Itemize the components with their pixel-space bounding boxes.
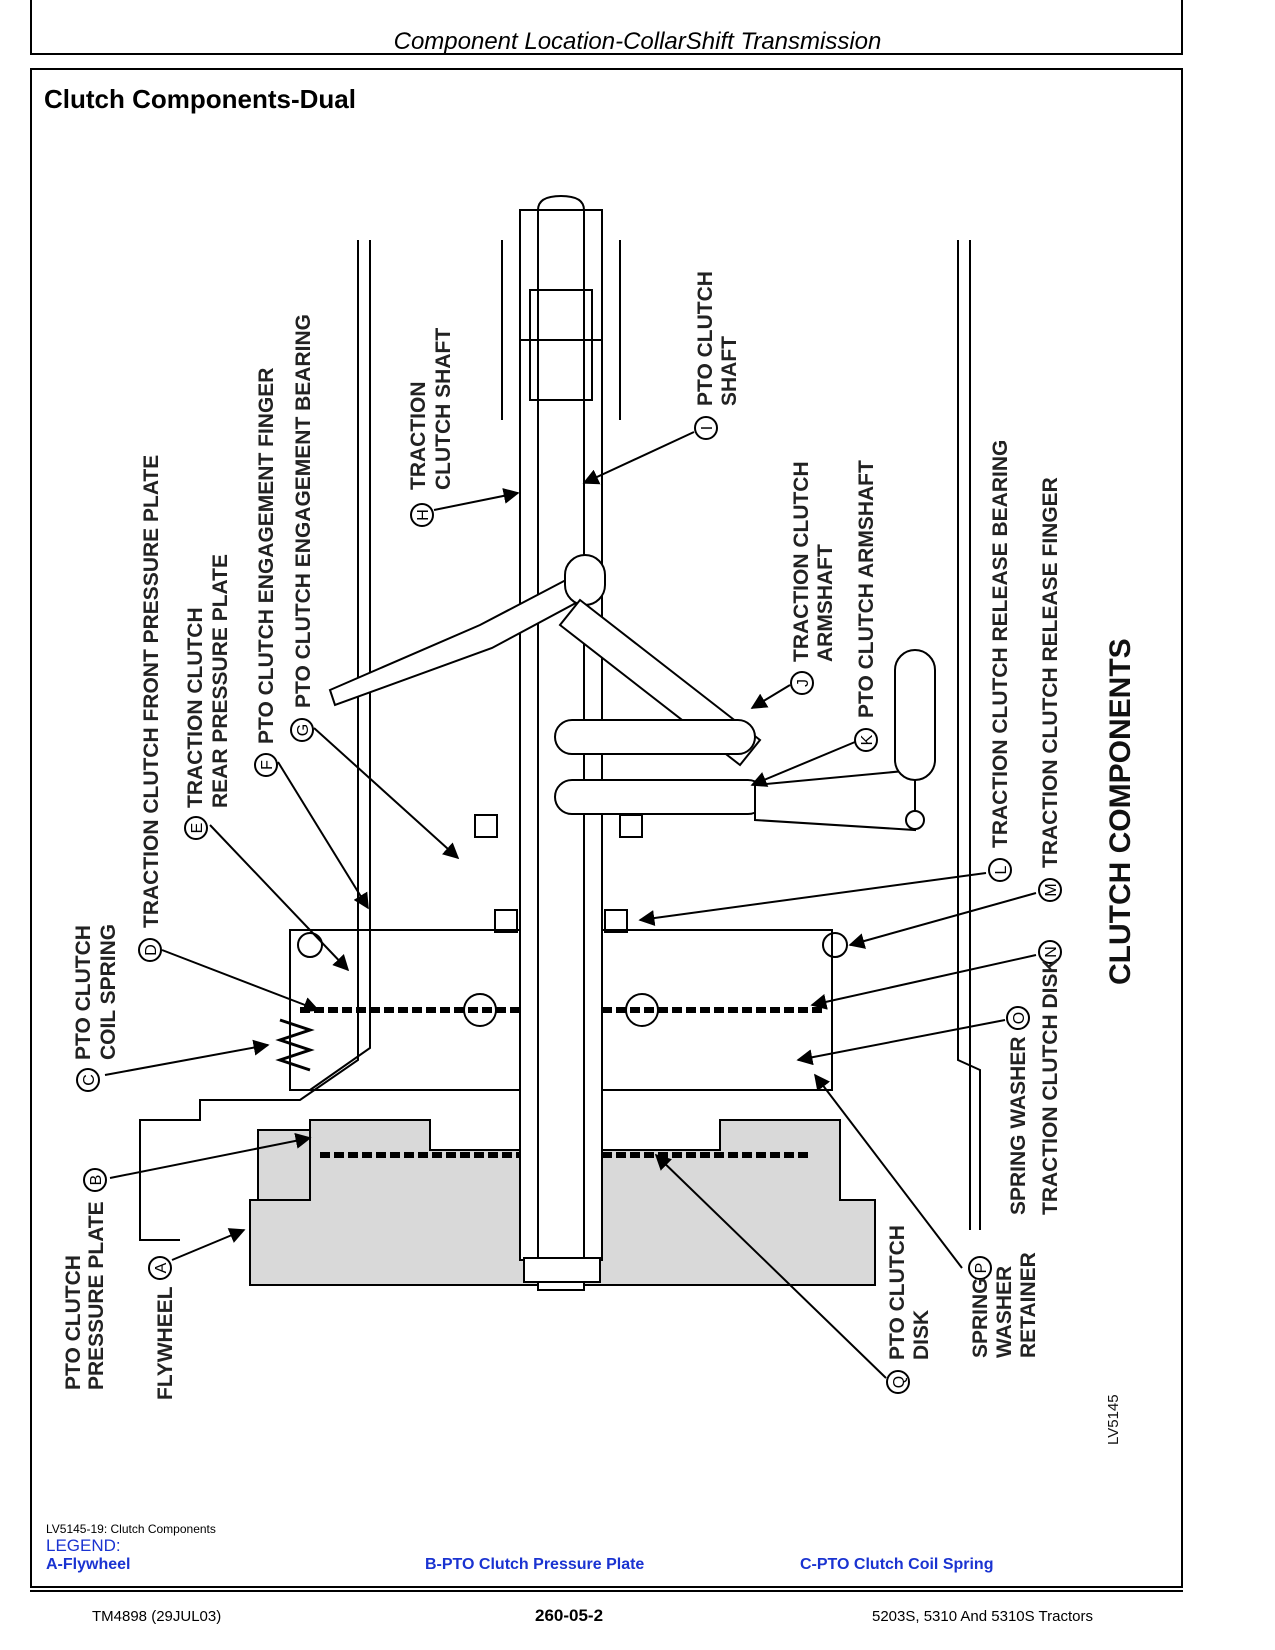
legend-item-c: C-PTO Clutch Coil Spring xyxy=(800,1556,994,1573)
callout-letter-M: M xyxy=(1043,883,1060,896)
callout-label-Q-1: PTO CLUTCH xyxy=(886,1225,909,1360)
callout-label-H-1: TRACTION xyxy=(407,382,430,491)
callout-label-B-1: PTO CLUTCH xyxy=(62,1255,85,1390)
callout-label-J-2: ARMSHAFT xyxy=(814,544,837,662)
callout-F: F PTO CLUTCH ENGAGEMENT FINGER xyxy=(254,368,278,777)
callout-label-Q-2: DISK xyxy=(910,1310,933,1360)
callout-E: E TRACTION CLUTCH REAR PRESSURE PLATE xyxy=(184,554,232,840)
callout-label-O: SPRING WASHER xyxy=(1007,1036,1030,1215)
callout-letter-P: P xyxy=(973,1263,990,1274)
callout-letter-H: H xyxy=(415,509,432,521)
callout-label-H-2: CLUTCH SHAFT xyxy=(432,328,455,490)
footer-doc-id: TM4898 (29JUL03) xyxy=(92,1608,222,1625)
callout-label-N: TRACTION CLUTCH DISK xyxy=(1039,958,1062,1215)
callout-L: L TRACTION CLUTCH RELEASE BEARING xyxy=(988,440,1012,882)
callout-label-C-2: COIL SPRING xyxy=(97,924,120,1060)
header-frame xyxy=(30,0,1183,55)
footer-model-list: 5203S, 5310 And 5310S Tractors xyxy=(872,1608,1093,1625)
callout-letter-C: C xyxy=(81,1074,98,1086)
callout-O: O SPRING WASHER xyxy=(1006,1006,1030,1215)
callout-letter-O: O xyxy=(1011,1012,1028,1024)
legend-label: LEGEND: xyxy=(46,1536,121,1555)
callout-label-P-3: RETAINER xyxy=(1017,1252,1040,1358)
lever-arms xyxy=(328,554,936,832)
housing-outline xyxy=(139,240,981,1241)
callout-label-P-1: SPRING xyxy=(969,1277,992,1358)
callout-label-I-1: PTO CLUTCH xyxy=(694,271,717,406)
callout-label-C-1: PTO CLUTCH xyxy=(72,925,95,1060)
callout-H: H TRACTION CLUTCH SHAFT xyxy=(407,328,455,527)
figure-title: Clutch Components-Dual xyxy=(44,84,356,114)
callout-label-L: TRACTION CLUTCH RELEASE BEARING xyxy=(989,440,1012,848)
callout-B: B PTO CLUTCH PRESSURE PLATE xyxy=(62,1168,108,1390)
callout-letter-N: N xyxy=(1043,946,1060,958)
legend-item-a: A-Flywheel xyxy=(46,1556,131,1573)
figure-caption: LV5145-19: Clutch Components xyxy=(46,1522,216,1536)
callout-label-I-2: SHAFT xyxy=(718,336,741,406)
callout-A: A FLYWHEEL xyxy=(148,1256,177,1400)
figure-frame xyxy=(30,68,1183,1588)
callout-N: N TRACTION CLUTCH DISK xyxy=(1038,940,1062,1215)
callout-label-P-2: WASHER xyxy=(993,1266,1016,1358)
leader-lines xyxy=(104,431,1037,1379)
callout-letter-G: G xyxy=(295,724,312,736)
figure-id: LV5145 xyxy=(1105,1394,1122,1445)
callout-Q: Q PTO CLUTCH DISK xyxy=(886,1225,933,1394)
footer-rule xyxy=(30,1590,1183,1592)
callout-label-F: PTO CLUTCH ENGAGEMENT FINGER xyxy=(255,368,278,744)
callout-J: J TRACTION CLUTCH ARMSHAFT xyxy=(790,461,837,695)
callout-letter-D: D xyxy=(143,944,160,956)
callout-K: K PTO CLUTCH ARMSHAFT xyxy=(854,460,878,752)
callout-letter-Q: Q xyxy=(891,1376,908,1388)
callout-label-K: PTO CLUTCH ARMSHAFT xyxy=(855,460,878,718)
callout-label-E-1: TRACTION CLUTCH xyxy=(184,607,207,808)
callout-I: I PTO CLUTCH SHAFT xyxy=(694,271,741,440)
clutch-components-title: CLUTCH COMPONENTS xyxy=(1104,638,1137,985)
callout-label-G: PTO CLUTCH ENGAGEMENT BEARING xyxy=(292,314,315,708)
callout-letter-E: E xyxy=(189,823,206,834)
callout-label-M: TRACTION CLUTCH RELEASE FINGER xyxy=(1039,477,1062,868)
clutch-packs xyxy=(275,814,848,1158)
callout-letter-F: F xyxy=(259,760,276,770)
section-title: Component Location-CollarShift Transmiss… xyxy=(393,28,882,55)
callout-label-E-2: REAR PRESSURE PLATE xyxy=(209,554,232,808)
callout-label-B-2: PRESSURE PLATE xyxy=(85,1201,108,1390)
callout-letter-L: L xyxy=(993,865,1010,874)
legend-item-b: B-PTO Clutch Pressure Plate xyxy=(425,1556,645,1573)
callout-letter-I: I xyxy=(699,426,716,430)
callout-label-A: FLYWHEEL xyxy=(154,1286,177,1400)
callout-M: M TRACTION CLUTCH RELEASE FINGER xyxy=(1038,477,1062,902)
callout-letter-K: K xyxy=(859,734,876,745)
callout-P: P SPRING WASHER RETAINER xyxy=(968,1252,1040,1358)
callout-label-J-1: TRACTION CLUTCH xyxy=(790,461,813,662)
callout-label-D: TRACTION CLUTCH FRONT PRESSURE PLATE xyxy=(140,455,163,928)
callout-D: D TRACTION CLUTCH FRONT PRESSURE PLATE xyxy=(138,455,163,962)
callout-letter-J: J xyxy=(795,679,812,687)
footer-page-number: 260-05-2 xyxy=(535,1606,604,1625)
callout-letter-A: A xyxy=(153,1262,170,1273)
callout-G: G PTO CLUTCH ENGAGEMENT BEARING xyxy=(290,314,315,742)
callout-C: C PTO CLUTCH COIL SPRING xyxy=(72,924,120,1092)
callout-letter-B: B xyxy=(88,1175,105,1186)
